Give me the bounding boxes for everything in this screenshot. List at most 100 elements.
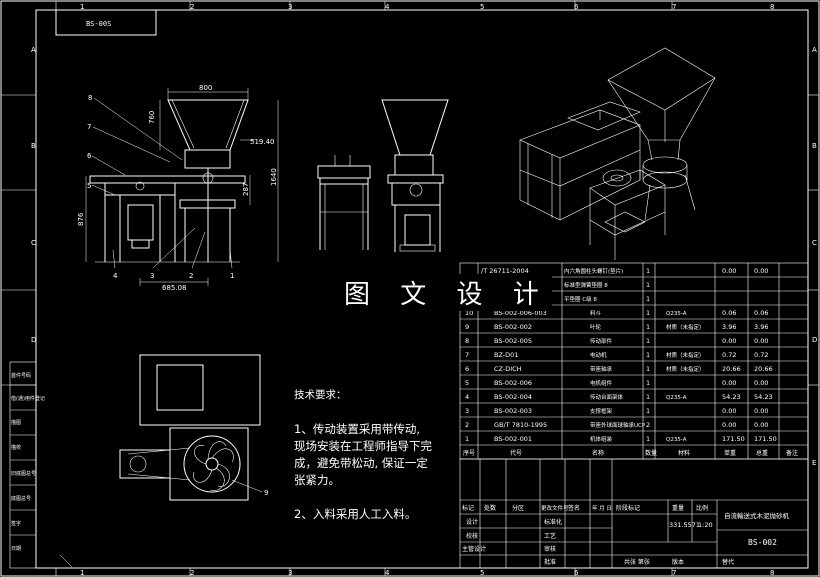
- tb-label: 阶段标记: [616, 504, 640, 512]
- bom-name: 机体组装: [590, 435, 613, 443]
- tb-label: 年 月 日: [592, 504, 612, 512]
- row-label: C: [31, 239, 36, 247]
- bom-header: 数量: [645, 449, 657, 457]
- bom-weight: 3.96: [722, 323, 736, 331]
- bom-no: 5: [465, 379, 469, 387]
- notes-title: 技术要求：: [294, 389, 347, 401]
- bom-weight: 0.00: [754, 379, 768, 387]
- dimension: 287: [242, 183, 250, 196]
- left-strip: [9, 361, 37, 569]
- bom-name: 料斗: [590, 309, 602, 317]
- tb-label: 版本: [672, 558, 684, 566]
- row-label: E: [812, 459, 816, 467]
- tb-label: 分区: [512, 504, 524, 512]
- bom-name: 平垫圈 C级 8: [564, 295, 597, 303]
- isometric-view: [519, 47, 716, 260]
- balloon: 8: [88, 94, 92, 102]
- row-label: A: [812, 46, 817, 54]
- bom-material: Q235-A: [666, 437, 687, 443]
- left-strip-label: 日期: [11, 546, 21, 552]
- bom-material: 材质（未指定）: [666, 365, 705, 373]
- tb-label: 共张 第张: [624, 558, 650, 566]
- col-label: 5: [480, 569, 484, 577]
- bom-qty: 1: [646, 323, 650, 331]
- dimension: 876: [77, 212, 85, 226]
- bom-code: BZ-D01: [494, 351, 518, 359]
- bom-code: BS-002-004: [494, 393, 532, 401]
- bom-no: 10: [465, 309, 473, 317]
- top-view: [119, 354, 263, 501]
- bom-material: Q235-A: [666, 311, 687, 317]
- bom-qty: 1: [646, 365, 650, 373]
- bom-name: 叶轮: [590, 323, 602, 331]
- balloon: 3: [150, 272, 154, 280]
- technical-requirements: 技术要求： 1、传动装置采用带传动, 现场安装在工程师指导下完 成，避免带松动,…: [294, 370, 444, 540]
- tb-label: 审核: [544, 545, 556, 553]
- bom-weight: 0.00: [722, 379, 736, 387]
- bom-weight: 0.00: [754, 337, 768, 345]
- tb-label: 标准化: [544, 518, 562, 526]
- bom-header: 备注: [786, 449, 798, 457]
- bom-name: 标准型弹簧垫圈 8: [564, 281, 608, 289]
- bom-name: 电动机: [590, 351, 607, 359]
- bom-code: BS-002-001: [494, 435, 532, 443]
- bom-code: BS-002-006: [494, 379, 532, 387]
- bom-qty: 2: [646, 421, 650, 429]
- tb-label: 批准: [544, 558, 556, 566]
- notes-line-1: 1、传动装置采用带传动, 现场安装在工程师指导下完 成，避免带松动, 保证一定 …: [294, 422, 432, 487]
- bom-name: 电机组件: [590, 379, 613, 387]
- balloon: 6: [87, 152, 92, 160]
- bom-qty: 1: [646, 393, 650, 401]
- bom-code: BS-002-005: [494, 337, 532, 345]
- bom-no: 2: [465, 421, 469, 429]
- bom-name: 传动台面架体: [590, 393, 624, 401]
- bom-qty: 1: [646, 337, 650, 345]
- bom-header: 代号: [510, 449, 522, 457]
- bom-weight: 171.50: [722, 435, 745, 443]
- col-label: 7: [672, 3, 676, 11]
- bom-weight: 0.06: [722, 309, 736, 317]
- bom-code: CZ-DICH: [494, 365, 522, 373]
- bom-qty: 1: [646, 309, 650, 317]
- bom-weight: 0.00: [754, 267, 768, 275]
- bom-code: /T 26711-2004: [481, 267, 529, 275]
- col-label: 6: [574, 3, 579, 11]
- col-label: 7: [672, 569, 676, 577]
- bom-header: 材料: [678, 449, 690, 457]
- row-label: A: [31, 46, 36, 54]
- bom-header: 名称: [592, 449, 604, 457]
- balloon: 5: [87, 182, 91, 190]
- left-strip-label: 签字: [11, 520, 21, 527]
- bom-qty: 1: [646, 407, 650, 415]
- bom-qty: 1: [646, 351, 650, 359]
- bom-material: 材质（未指定）: [666, 351, 705, 359]
- tb-label: 比例: [696, 504, 708, 512]
- bom-qty: 1: [646, 267, 650, 275]
- bom-name: 内六角圆柱头螺钉(垫片): [564, 267, 623, 275]
- bom-no: 4: [465, 393, 469, 401]
- bom-name: 支撑框架: [590, 407, 613, 415]
- tb-label: 处数: [484, 504, 496, 512]
- col-label: 2: [190, 569, 194, 577]
- row-label: D: [812, 336, 817, 344]
- bom-name: 带座外球面球轴承UCP: [590, 421, 646, 429]
- bom-material: Q235-A: [666, 395, 687, 401]
- tb-label: 重量: [672, 504, 684, 512]
- left-strip-label: 借(通)用件登记: [11, 395, 45, 402]
- weight-value: 331.5571: [669, 521, 700, 529]
- row-label: C: [812, 239, 817, 247]
- bom-code: BS-002-002: [494, 323, 532, 331]
- col-label: 4: [385, 569, 390, 577]
- dimension: 800: [199, 84, 212, 92]
- drawing-number: BS-002: [748, 538, 777, 547]
- row-label: D: [31, 336, 36, 344]
- bom-name: 带座轴承: [590, 365, 613, 373]
- tb-label: 替代: [722, 558, 734, 566]
- bom-qty: 1: [646, 295, 650, 303]
- bom-no: 8: [465, 337, 469, 345]
- col-label: 1: [80, 569, 84, 577]
- tb-label: 更改文件号: [541, 504, 569, 512]
- scale-value: 1:20: [698, 521, 713, 529]
